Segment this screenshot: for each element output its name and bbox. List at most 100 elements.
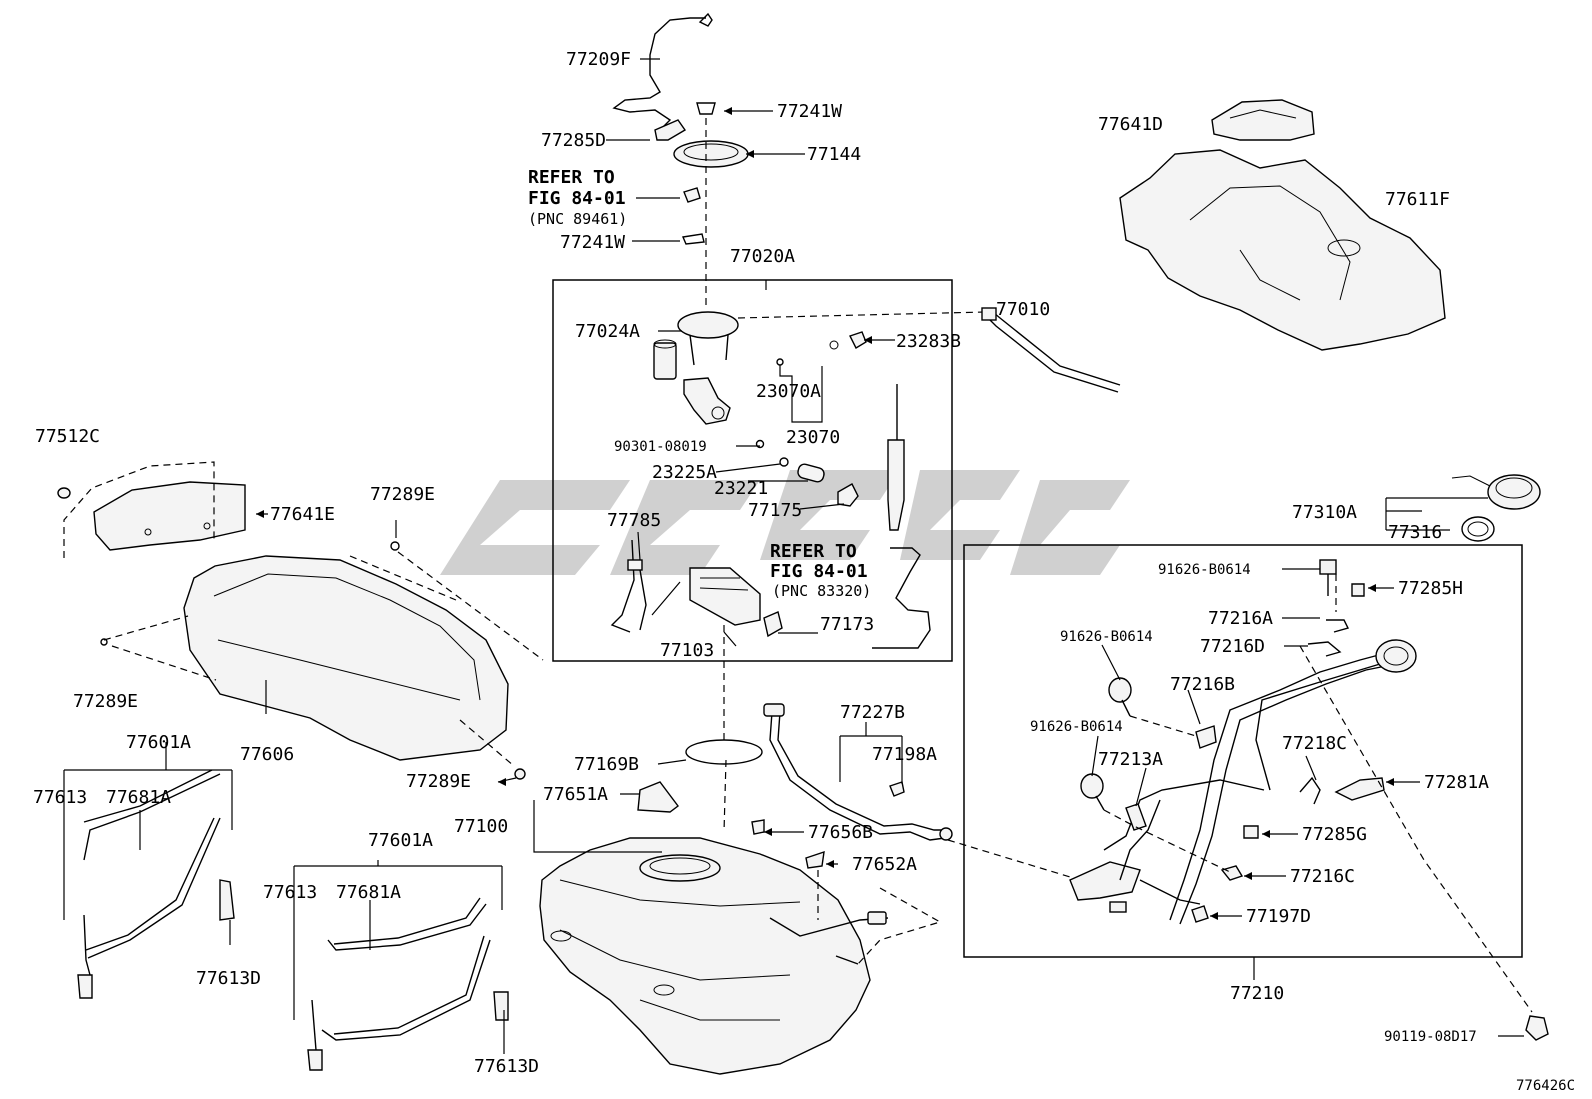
label-77241W-top: 77241W [777,101,842,122]
label-77213A: 77213A [1098,749,1163,770]
label-23070A: 23070A [756,381,821,402]
clip-77216A [1326,619,1350,633]
cover-77641D [1211,99,1315,141]
clip-77216D [1307,641,1342,657]
label-77010: 77010 [996,299,1050,320]
label-refer1-line2: FIG 84-01 [528,188,626,209]
label-77285D: 77285D [541,130,606,151]
clip-77218C [1299,776,1321,805]
label-77512C: 77512C [35,426,100,447]
bolt-91626-mid [1108,677,1132,717]
clip-77216C [1220,865,1244,881]
clip-23283B [829,331,867,350]
gasket-77169B [685,739,763,765]
strap-group-left [77,769,235,999]
label-77281A: 77281A [1424,772,1489,793]
label-77601A-center: 77601A [368,830,433,851]
label-refer1-line1: REFER TO [528,167,615,188]
dash-flange-to-77010 [737,311,986,319]
label-refer2-line1: REFER TO [770,541,857,562]
clip-77213A [1125,803,1147,831]
leader-lines [63,58,1524,1054]
label-77285G: 77285G [1302,824,1367,845]
pump-flange-77024A [677,311,739,366]
label-77289E-top: 77289E [370,484,435,505]
label-77216A: 77216A [1208,608,1273,629]
label-77606: 77606 [240,744,294,765]
label-77175: 77175 [748,500,802,521]
label-77024A: 77024A [575,321,640,342]
bracket-77285D [654,119,687,141]
label-77144: 77144 [807,144,861,165]
o-ring-90301 [755,439,765,449]
filler-pipe-77210 [1069,639,1417,925]
tank-hoses [769,911,889,965]
label-77652A: 77652A [852,854,917,875]
clip-77289E-left [100,638,108,646]
label-77681A-left: 77681A [106,787,171,808]
gasket-77316 [1461,516,1495,542]
hose-77227B [763,703,953,841]
fuel-hose-77209F [612,12,713,129]
protector-77611F [1119,149,1446,351]
bolt-91626-top [1319,559,1337,596]
retainer-77651A [637,781,679,813]
label-77785: 77785 [607,510,661,531]
label-91626-B0614-top: 91626-B0614 [1158,562,1251,578]
plug-77656B [751,819,765,835]
tank-dash-lines [817,839,1081,965]
label-77289E-left: 77289E [73,691,138,712]
label-77216C: 77216C [1290,866,1355,887]
clip-77198A [889,781,905,797]
label-77210: 77210 [1230,983,1284,1004]
pump-assembly-group-box [552,279,953,662]
clip-77216B [1195,725,1217,749]
label-77216D: 77216D [1200,636,1265,657]
bolt-90119 [1525,1015,1549,1041]
label-77611F: 77611F [1385,189,1450,210]
pad-77652A [805,850,825,869]
watermark-logo [440,470,1130,575]
label-77198A: 77198A [872,744,937,765]
label-77020A: 77020A [730,246,795,267]
fuel-filter-cylinder [653,339,677,380]
label-77641D: 77641D [1098,114,1163,135]
filler-dash-lines [1103,574,1533,1013]
label-77601A-left: 77601A [126,732,191,753]
label-77310A: 77310A [1292,502,1357,523]
bolt-91626-low [1080,773,1105,811]
label-77316: 77316 [1388,522,1442,543]
clip-77289E-top [390,541,400,551]
clip-77289E-right [514,768,526,780]
undercover-77606 [103,551,544,767]
label-77681A-center: 77681A [336,882,401,903]
wire-77785 [610,539,647,633]
label-77216B: 77216B [1170,674,1235,695]
heat-shield-77641E [63,461,246,558]
label-91626-B0614-mid: 91626-B0614 [1060,629,1153,645]
bracket-77281A [1334,777,1385,801]
center-dash-line [705,118,727,833]
label-23070: 23070 [786,427,840,448]
label-77209F: 77209F [566,49,631,70]
filter-23221 [797,463,825,483]
label-77100: 77100 [454,816,508,837]
o-ring-23070A [776,358,784,366]
label-23221: 23221 [714,478,768,499]
label-77641E: 77641E [270,504,335,525]
ring-23225A [779,457,789,467]
label-77103: 77103 [660,640,714,661]
clip-77285H [1351,583,1365,597]
label-77613-left: 77613 [33,787,87,808]
label-77613D-left: 77613D [196,968,261,989]
label-refer2-line3: (PNC 83320) [772,582,871,600]
fuel-pump-body [683,377,731,425]
clip-77173 [763,611,783,638]
label-77173: 77173 [820,614,874,635]
canister-77103 [689,567,761,626]
gauge-arm [872,384,931,649]
label-77289E-right: 77289E [406,771,471,792]
tube-77010 [981,307,1121,393]
